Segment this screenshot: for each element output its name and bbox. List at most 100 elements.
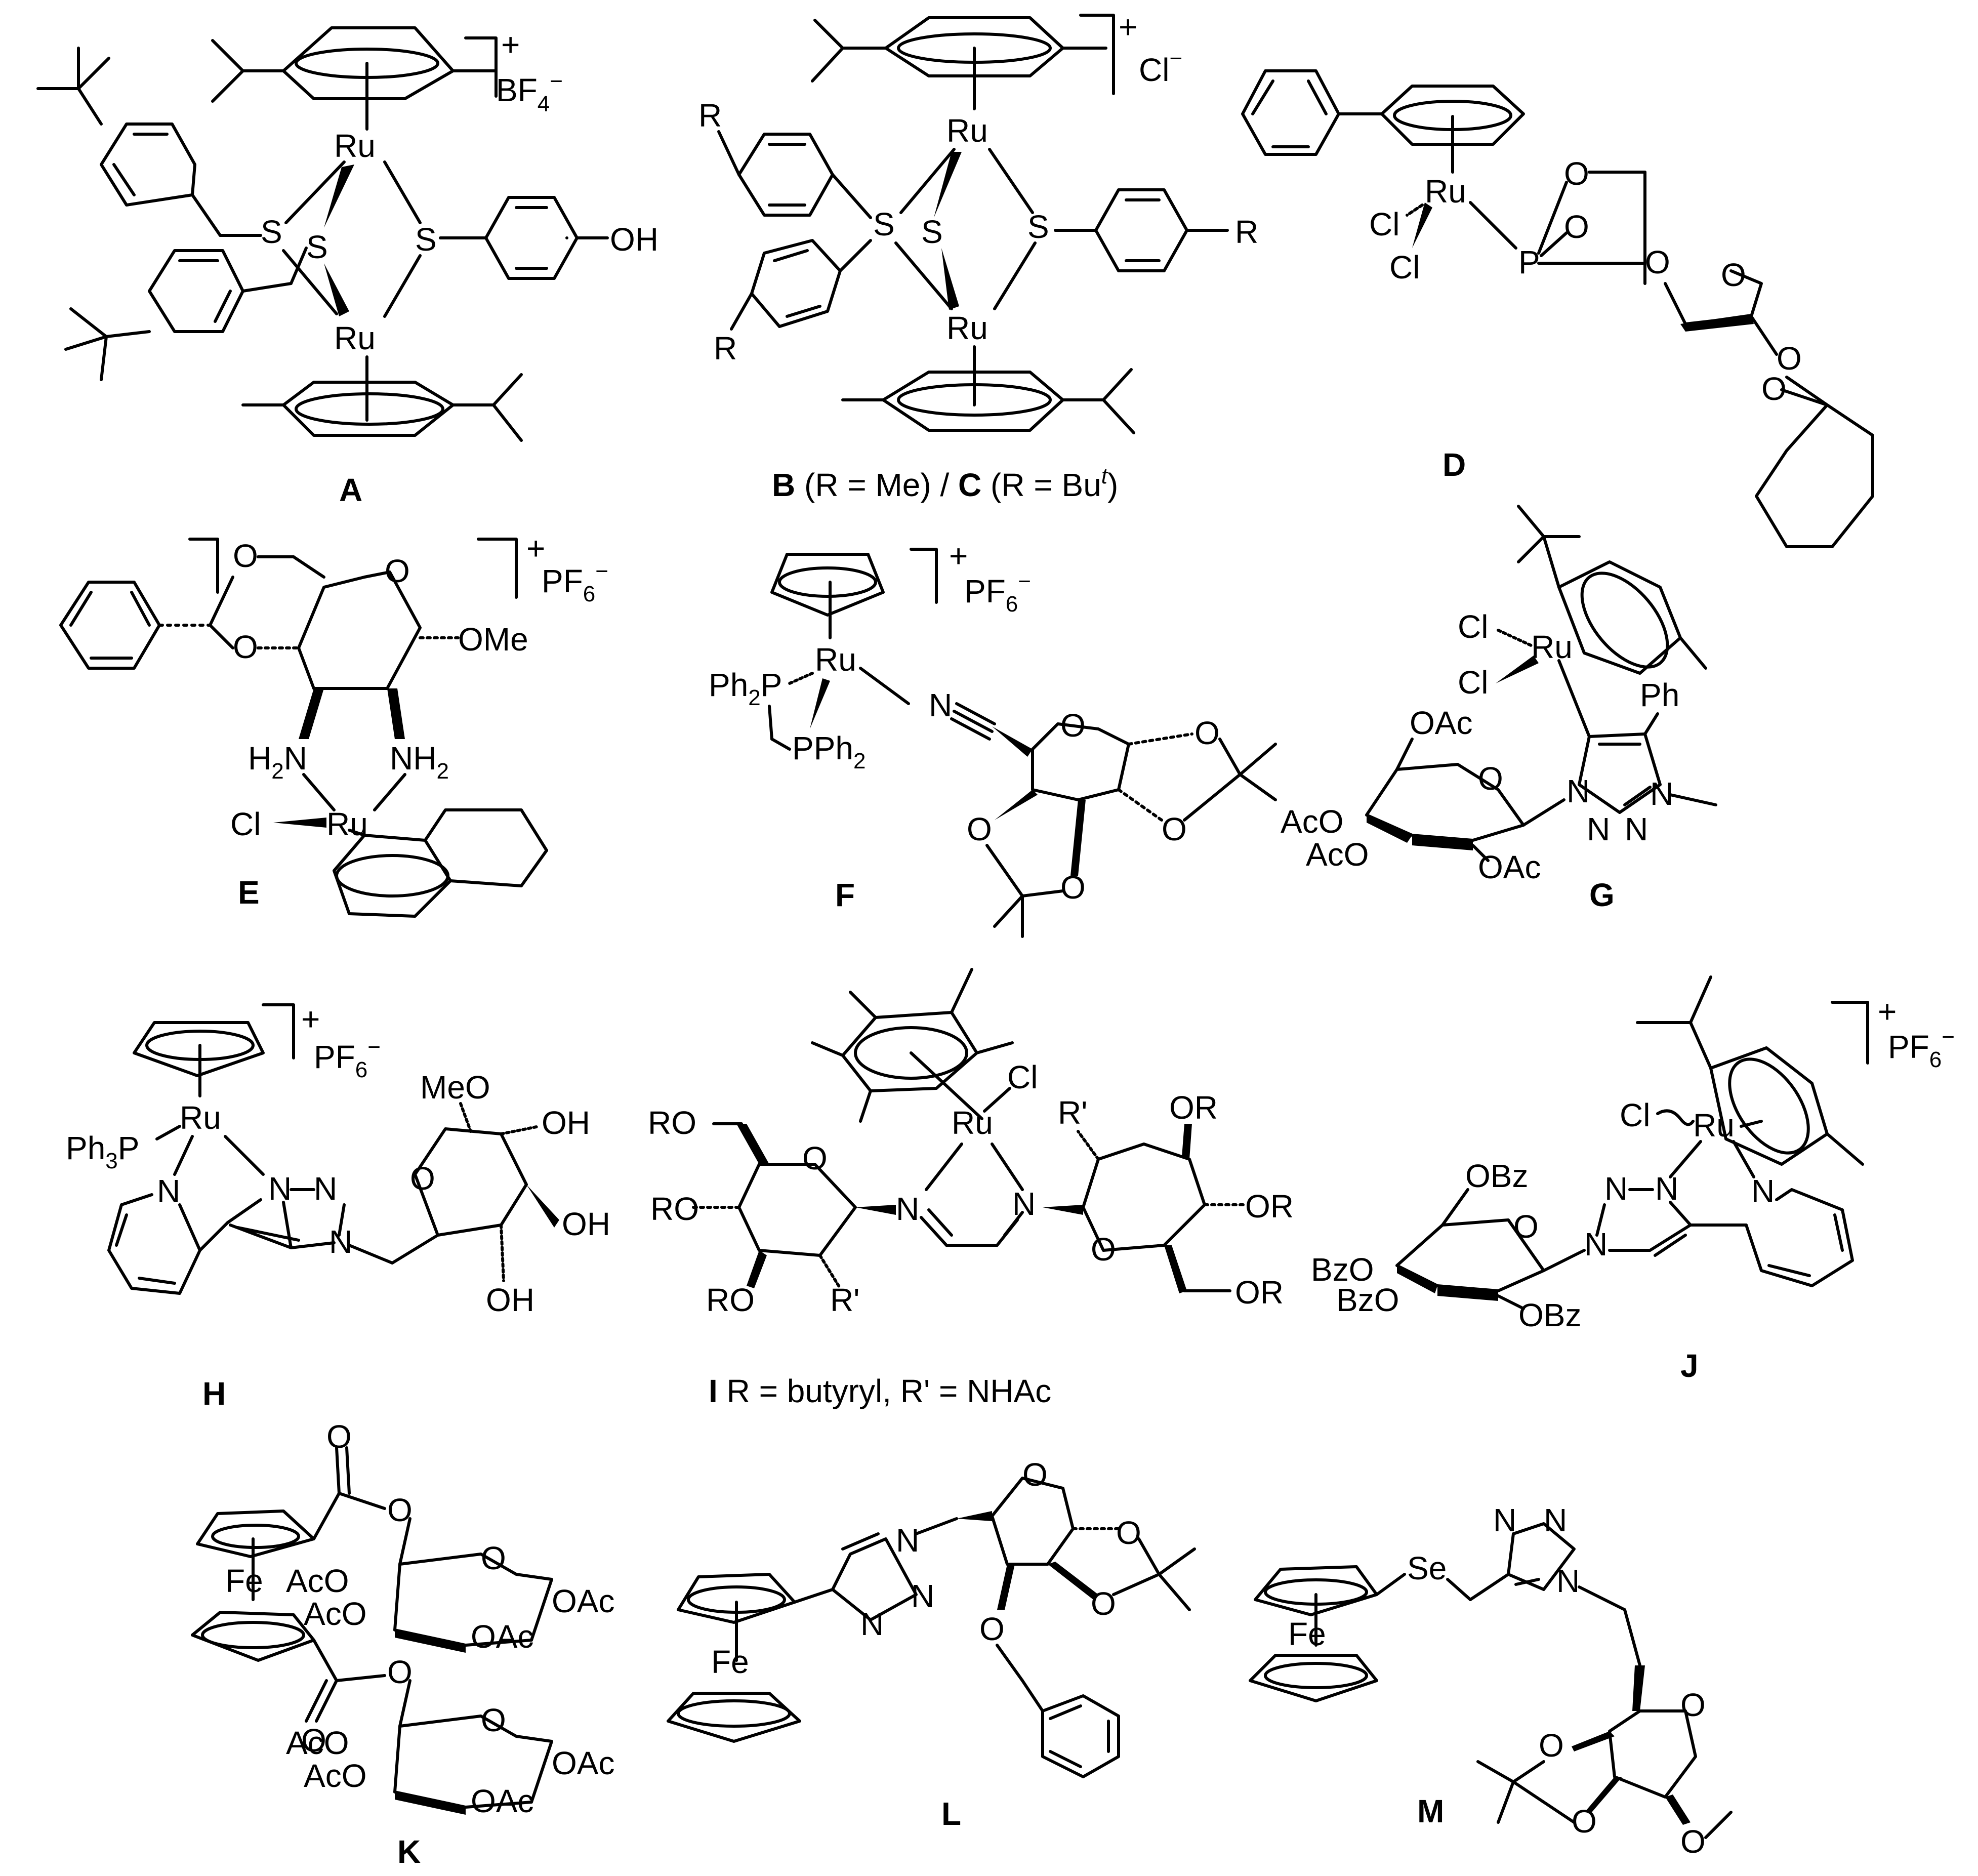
label-D: D [1443,446,1466,483]
atom-Cl-D-2: Cl [1389,249,1420,286]
atom-O-I-ring2: O [1091,1231,1116,1268]
counter-ion-A: BF4− [496,69,563,116]
atom-OR-I-1: OR [1169,1089,1218,1126]
atom-P-D: P [1518,244,1540,280]
counter-ion-J: PF6− [1888,1025,1955,1072]
atom-N-M-1: N [1493,1502,1516,1538]
atom-AcO-K-2: AcO [304,1596,366,1632]
atom-O-K-ring2: O [481,1702,506,1738]
atom-Cl-G-1: Cl [1458,608,1488,645]
atom-RO-I-2: RO [650,1191,699,1227]
atom-AcO-G-1: AcO [1281,803,1343,840]
atom-N-M-3: N [1556,1563,1580,1599]
label-A: A [339,472,362,508]
compound-H: + PF6− Ru Ph3P N N N N O MeO OH OH OH H [66,1001,610,1412]
atom-O-D-3: O [1645,244,1670,280]
atom-O-M-3: O [1680,1823,1706,1860]
atom-OBz-J-2: OBz [1518,1297,1581,1333]
atom-O-H-ring: O [410,1160,435,1197]
atom-O-J-ring: O [1513,1208,1539,1245]
label-E: E [238,874,260,911]
atom-O-F-4: O [967,811,992,847]
atom-OBz-J-1: OBz [1465,1158,1528,1194]
atom-BzO-J-2: BzO [1336,1282,1399,1318]
label-K: K [397,1833,421,1870]
atom-S-B-2: S [921,214,943,250]
atom-S-A-3: S [415,221,437,258]
compound-I: Ru Cl N N O RO RO RO R' O R' OR OR OR [648,968,1294,1409]
atom-N-M-2: N [1544,1502,1567,1538]
compound-J: + PF6− Cl Ru N N N N OBz O BzO BzO OBz J [1311,975,1955,1384]
atom-OMe-E: OMe [458,621,528,658]
atom-Ru-F: Ru [815,641,856,678]
atom-Ru-H: Ru [180,1099,221,1136]
atom-Cl-I: Cl [1007,1059,1038,1095]
atom-R-B-3: R [1235,214,1258,250]
label-H: H [202,1375,226,1412]
atom-O-M-1: O [1539,1727,1564,1764]
counter-ion-E: PF6− [542,559,608,606]
atom-NH2-E: NH2 [390,740,449,784]
atom-N-F: N [929,687,952,723]
atom-O-E-3: O [385,553,410,589]
atom-O-K-1: O [326,1418,352,1455]
atom-OR-I-2: OR [1245,1188,1294,1225]
atom-O-I-ring1: O [802,1140,828,1176]
atom-N-J-py: N [1751,1173,1775,1209]
atom-Cl-E: Cl [230,806,261,842]
atom-O-F-1: O [1060,707,1086,744]
charge-plus-A: + [501,26,520,63]
atom-OAc-G-2: OAc [1478,849,1541,885]
label-L: L [941,1796,961,1832]
atom-S-A-1: S [261,214,282,250]
atom-OH-H-3: OH [486,1282,534,1318]
atom-O-F-2: O [1194,715,1220,751]
compound-L: Fe N N N O O O O L [667,1456,1196,1832]
atom-RO-I-1: RO [648,1105,696,1141]
atom-RO-I-3: RO [706,1282,755,1318]
atom-Se-M: Se [1407,1550,1447,1586]
atom-AcO-K-1: AcO [286,1563,349,1599]
atom-O-K-ring1: O [481,1540,506,1576]
atom-O-K-3: O [301,1722,326,1759]
atom-Ph-G: Ph [1640,677,1679,713]
atom-OH-H-1: OH [542,1105,590,1141]
atom-N-H-1: N [268,1170,292,1207]
atom-AcO-G-2: AcO [1306,836,1369,873]
atom-N-G-3: N [1625,811,1648,847]
charge-plus-H: + [301,1001,320,1037]
atom-R-B-2: R [714,330,737,366]
atom-N-J-1: N [1655,1170,1678,1207]
compound-K: Fe O O O AcO AcO OAc OAc O O O AcO AcO O… [191,1418,614,1870]
atom-N-L-2: N [911,1578,934,1614]
atom-Ru-B-top: Ru [946,112,988,149]
atom-N-H-py: N [157,1173,180,1209]
atom-Fe-L: Fe [711,1644,749,1680]
atom-OH-A: OH [610,221,658,258]
atom-Ru-A-top: Ru [334,128,376,164]
atom-O-M-ring: O [1680,1687,1706,1723]
atom-S-A-2: S [306,229,328,265]
atom-BzO-J-1: BzO [1311,1251,1374,1288]
compound-G: Cl Cl Ru Ph N N N N OAc O AcO AcO OAc G [1281,505,1717,913]
atom-N-L-3: N [860,1606,884,1642]
counter-ion-F: PF6− [964,569,1031,617]
atom-Ru-D: Ru [1425,173,1466,210]
charge-plus-B: + [1119,9,1137,45]
atom-OAc-K-3: OAc [552,1745,614,1781]
counter-ion-B: Cl− [1139,46,1182,88]
atom-OAc-K-1: OAc [552,1583,614,1619]
compound-B-C: + Cl− Ru Ru S S S R R R [698,9,1258,503]
atom-Ru-E: Ru [326,806,368,842]
atom-Ru-B-bottom: Ru [946,310,988,346]
label-M: M [1417,1793,1444,1829]
atom-OAc-K-4: OAc [471,1783,533,1819]
atom-N-L-1: N [896,1522,919,1559]
counter-ion-H: PF6− [314,1035,381,1082]
atom-MeO-H: MeO [420,1069,490,1106]
atom-N-I-1: N [896,1191,919,1227]
atom-Rp-I-1: R' [830,1282,859,1318]
atom-OAc-G-1: OAc [1410,705,1472,741]
atom-Ru-G: Ru [1531,629,1573,665]
atom-O-D-2: O [1564,209,1589,245]
